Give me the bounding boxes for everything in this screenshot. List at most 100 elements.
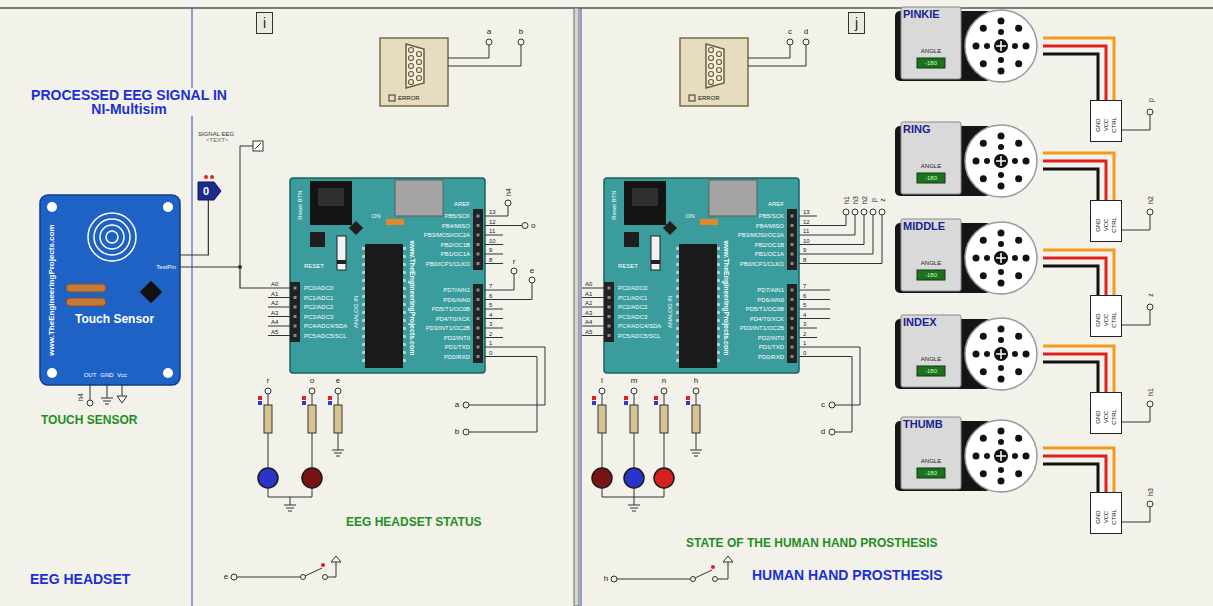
pin-label: PC1/ADC1 bbox=[304, 295, 333, 301]
led-circuit bbox=[630, 405, 638, 433]
servo-label: RING bbox=[903, 124, 931, 135]
net-terminal bbox=[861, 209, 867, 215]
net-label: n bbox=[661, 377, 667, 385]
pin-label: www.TheEngineeringProjects.com bbox=[723, 241, 730, 356]
pin-label: PD7/AIN1 bbox=[443, 287, 470, 293]
pin-label: 10 bbox=[803, 238, 810, 244]
servo-label: THUMB bbox=[903, 419, 943, 430]
sheet-frame bbox=[581, 8, 582, 606]
net-terminal bbox=[693, 388, 699, 394]
control-wire bbox=[1122, 115, 1150, 522]
push-button bbox=[691, 577, 696, 582]
pin-label: A3 bbox=[271, 310, 278, 316]
connector-pin-name: CTRL bbox=[1111, 409, 1117, 425]
pin-label: RESET bbox=[304, 263, 324, 269]
logic-state: 0 bbox=[203, 186, 209, 197]
net-label: b bbox=[454, 428, 460, 436]
net-label: o bbox=[309, 377, 315, 385]
led-circuit bbox=[258, 394, 702, 511]
net-label: c bbox=[820, 401, 826, 409]
pin-label: ON bbox=[372, 213, 381, 219]
pin-label: 5 bbox=[803, 302, 806, 308]
tag-letter: i bbox=[263, 16, 266, 30]
servo-art-placed bbox=[895, 417, 1037, 492]
servo-motor: PINKIEANGLE-180 bbox=[895, 5, 1043, 87]
touch-sensor-art bbox=[88, 213, 136, 261]
serial-port-compim: ERROR bbox=[680, 38, 748, 106]
servo-connector: GNDVCCCTRL bbox=[1090, 100, 1122, 142]
net-terminal bbox=[231, 39, 1153, 582]
caption: EEG HEADSET STATUS bbox=[345, 516, 483, 528]
push-button bbox=[323, 575, 328, 580]
servo-label: ANGLE bbox=[921, 458, 941, 464]
led-circuit bbox=[602, 394, 702, 511]
pin-label: PC4/ADC4/SDA bbox=[304, 323, 347, 329]
net-label: h2 bbox=[861, 196, 868, 204]
led-circuit bbox=[692, 405, 700, 433]
touch-sensor-art bbox=[66, 298, 106, 306]
net-label: r bbox=[512, 258, 517, 266]
led-circuit bbox=[654, 468, 674, 488]
servo-label: ANGLE bbox=[921, 260, 941, 266]
net-label: z bbox=[879, 198, 886, 202]
net-terminal bbox=[1147, 501, 1153, 507]
wire bbox=[817, 215, 882, 432]
net-terminal bbox=[1147, 209, 1153, 215]
pin-label: PB3/MOSI/OC2A bbox=[424, 232, 470, 238]
pin-label: PB0/ICP1/CLKO bbox=[426, 261, 470, 267]
led-circuit bbox=[308, 405, 316, 433]
touch-sensor-art bbox=[88, 213, 136, 261]
pin-label: RESET bbox=[618, 263, 638, 269]
signal-wire bbox=[180, 267, 268, 288]
servo-lead bbox=[1043, 354, 1106, 392]
servo-motor: THUMBANGLE-180 bbox=[895, 415, 1043, 497]
push-button bbox=[237, 556, 341, 577]
led-circuit bbox=[624, 468, 644, 488]
pin-label: PD0/RXD bbox=[758, 354, 784, 360]
touch-sensor-art bbox=[100, 225, 124, 249]
push-button bbox=[301, 575, 306, 580]
pin-label: PB5/SCK bbox=[759, 213, 784, 219]
pin-label: A4 bbox=[271, 319, 278, 325]
signal-probe bbox=[238, 141, 263, 269]
servo-label: -180 bbox=[925, 175, 937, 181]
pin-label: ANALOG IN bbox=[667, 296, 673, 329]
led-circuit bbox=[328, 401, 332, 405]
servo-lead bbox=[1043, 448, 1114, 492]
net-label: h bbox=[693, 377, 699, 385]
connector-pin-name: VCC bbox=[1103, 119, 1109, 132]
net-label: h3 bbox=[852, 196, 859, 204]
arduino-uno-board: www.TheEngineeringProjects.comONReset BT… bbox=[582, 165, 816, 373]
pin-label: 13 bbox=[489, 209, 496, 215]
pin-label: AREF bbox=[454, 201, 470, 207]
led-circuit bbox=[592, 396, 596, 400]
arduino-art bbox=[582, 178, 817, 373]
net-label: h1 bbox=[1147, 388, 1154, 396]
servo-label: ANGLE bbox=[921, 356, 941, 362]
pin-label: 2 bbox=[803, 331, 806, 337]
caption: PROCESSED EEG SIGNAL IN NI-Multisim bbox=[28, 88, 230, 116]
pin-label: A1 bbox=[271, 291, 278, 297]
servo-motor: MIDDLEANGLE-180 bbox=[895, 217, 1043, 299]
push-button bbox=[237, 556, 733, 582]
net-terminal bbox=[505, 200, 511, 206]
servo-label: MIDDLE bbox=[903, 221, 945, 232]
pin-label: A0 bbox=[585, 281, 592, 287]
pin-label: A5 bbox=[271, 329, 278, 335]
arduino-art bbox=[268, 178, 817, 373]
net-terminal bbox=[611, 576, 617, 582]
signal-probe bbox=[240, 146, 253, 267]
arduino-art bbox=[268, 178, 503, 373]
pin-label: PD2/INT0 bbox=[758, 335, 784, 341]
panel-heading: EEG HEADSET bbox=[30, 572, 130, 586]
caption: TOUCH SENSOR bbox=[40, 414, 138, 426]
led-circuit bbox=[334, 405, 342, 433]
touch-sensor-art bbox=[40, 195, 180, 385]
pin-label: PB2/OC1B bbox=[441, 242, 470, 248]
servo-art-placed bbox=[895, 315, 1037, 390]
led-circuit bbox=[624, 401, 628, 405]
pin-label: PB1/OC1A bbox=[441, 251, 470, 257]
pin-label: A3 bbox=[585, 310, 592, 316]
